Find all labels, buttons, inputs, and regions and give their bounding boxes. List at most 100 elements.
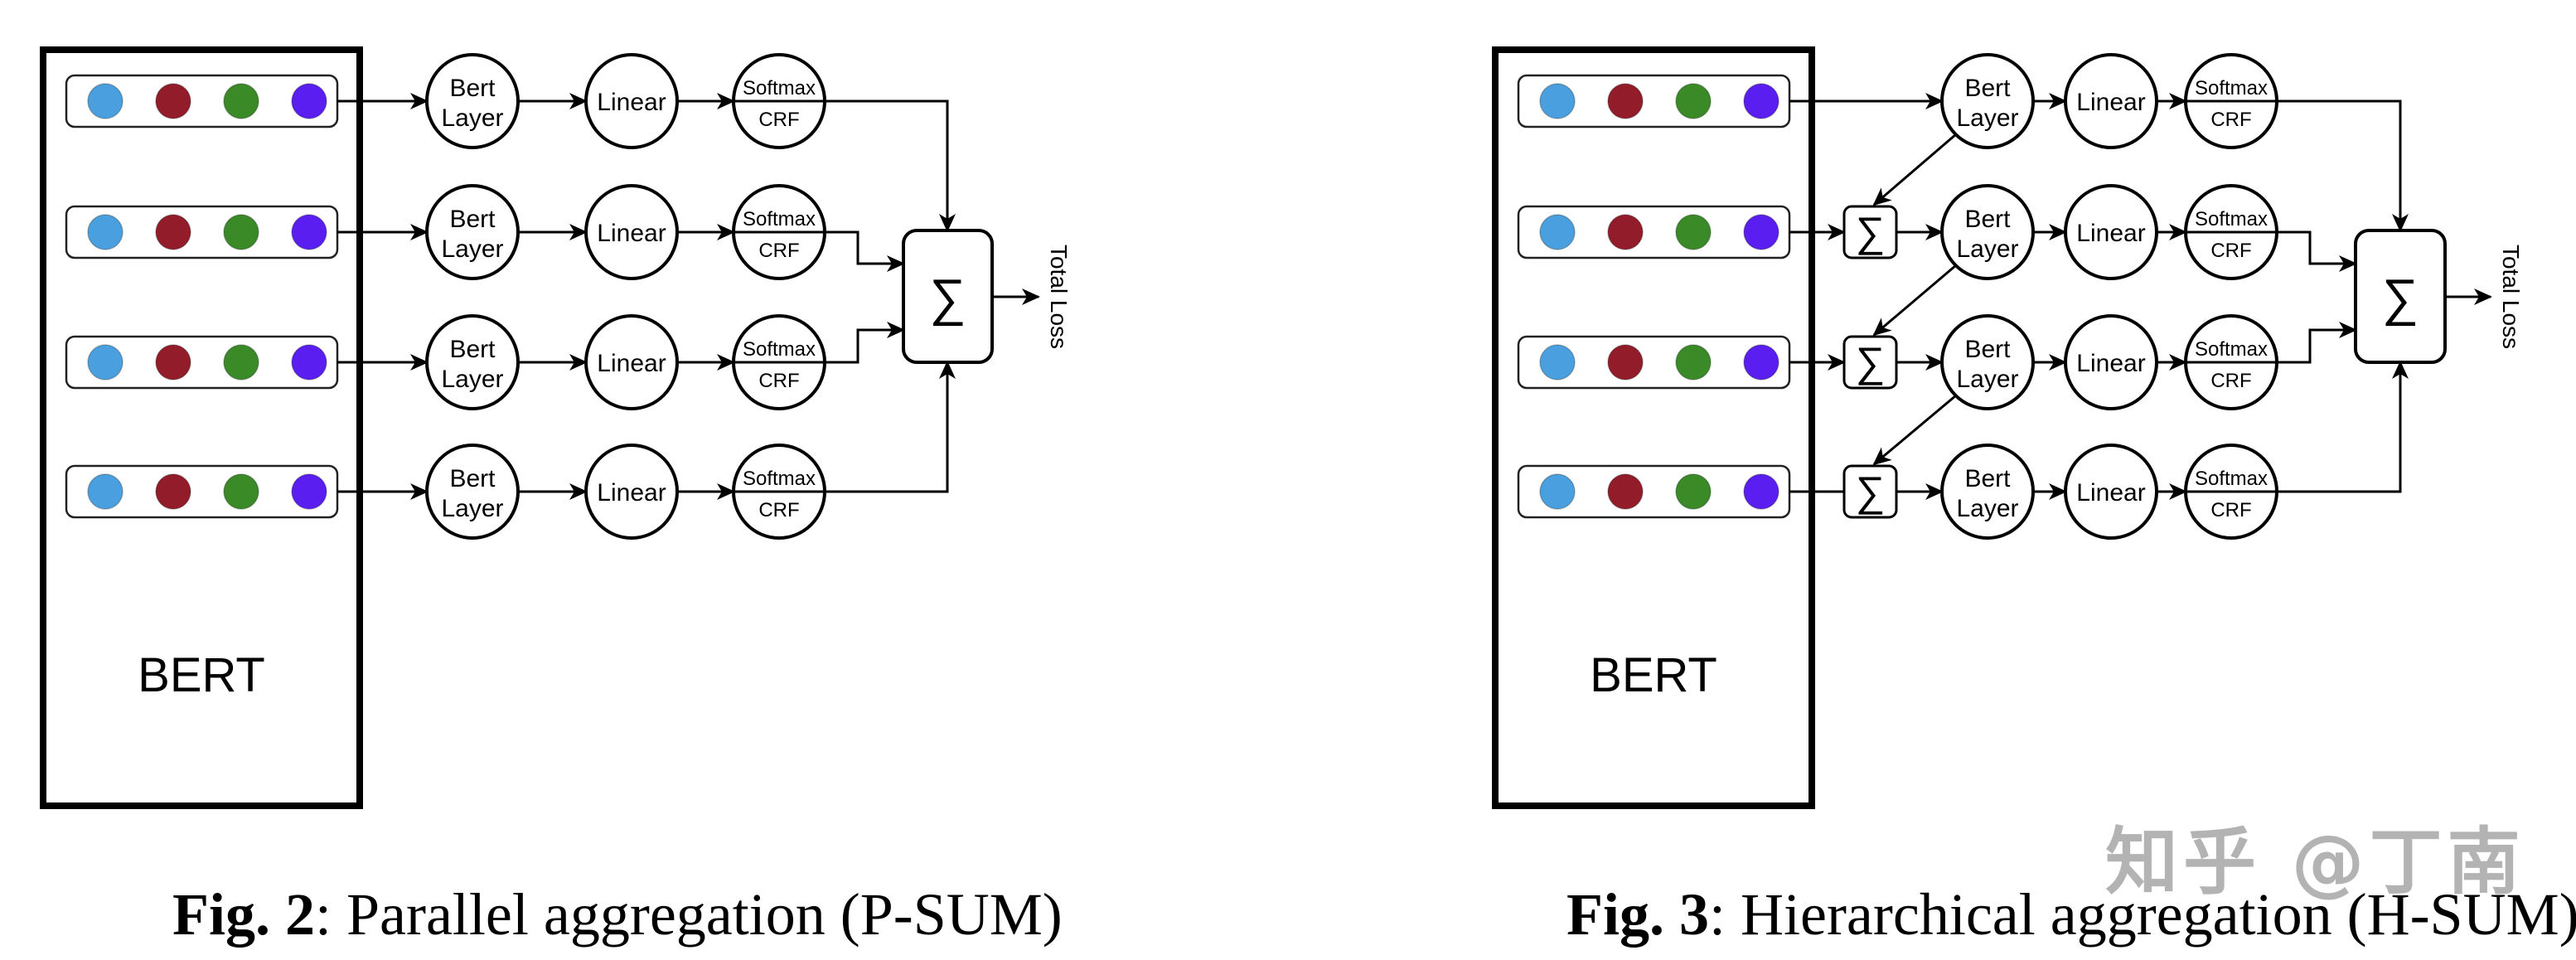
softmax-crf-label-top: Softmax xyxy=(2195,338,2268,361)
softmax-crf-label-top: Softmax xyxy=(2195,208,2268,230)
token-dot xyxy=(155,214,191,250)
caption-fig2-text: : Parallel aggregation (P-SUM) xyxy=(314,881,1063,948)
hierarchical-diagonal-arrow xyxy=(1872,133,1957,206)
token-dot xyxy=(1675,344,1712,381)
caption-fig3: Fig. 3: Hierarchical aggregation (H-SUM) xyxy=(1566,877,2576,952)
loss-connector-arrow xyxy=(825,230,905,272)
loss-connector-arrow xyxy=(825,99,956,232)
bert-layer-label-line2: Layer xyxy=(441,366,503,393)
token-dot xyxy=(155,344,191,381)
token-dot xyxy=(1539,214,1576,250)
token-dot xyxy=(1607,83,1644,119)
softmax-crf-label-bottom: CRF xyxy=(758,240,799,262)
sum-icon: ∑ xyxy=(1856,339,1886,385)
bert-layer-label-line1: Bert xyxy=(449,465,496,492)
token-dot xyxy=(1607,344,1644,381)
bert-layer-label-line1: Bert xyxy=(449,206,496,233)
bert-encoder-label: BERT xyxy=(1590,648,1717,702)
bert-layer-label-line2: Layer xyxy=(1956,366,2018,393)
bert-layer-label-line2: Layer xyxy=(1956,495,2018,522)
softmax-crf-label-bottom: CRF xyxy=(758,370,799,392)
softmax-crf-label-top: Softmax xyxy=(743,77,816,99)
token-dot xyxy=(1539,344,1576,381)
token-dot xyxy=(1743,344,1779,381)
bert-layer-label-line2: Layer xyxy=(1956,235,2018,263)
token-dot xyxy=(87,83,123,119)
hierarchical-diagonal-arrow xyxy=(1872,264,1957,337)
aggregator-sum-icon: ∑ xyxy=(2382,269,2419,327)
total-loss-label: Total Loss xyxy=(1046,245,1072,349)
token-dot xyxy=(1743,473,1779,510)
bert-encoder-box xyxy=(40,46,363,809)
token-dot xyxy=(291,214,327,250)
softmax-crf-label-top: Softmax xyxy=(2195,468,2268,490)
bert-layer-label-line2: Layer xyxy=(441,235,503,263)
token-dot xyxy=(155,83,191,119)
token-dot xyxy=(291,473,327,510)
softmax-crf-label-top: Softmax xyxy=(2195,77,2268,99)
token-dot xyxy=(223,83,259,119)
softmax-crf-label-bottom: CRF xyxy=(758,109,799,131)
token-dot xyxy=(87,473,123,510)
sum-icon: ∑ xyxy=(1856,468,1886,515)
bert-layer-label-line1: Bert xyxy=(1964,75,2011,102)
token-dot xyxy=(1743,83,1779,119)
softmax-crf-label-top: Softmax xyxy=(743,338,816,361)
token-dot xyxy=(223,344,259,381)
sum-icon: ∑ xyxy=(1856,209,1886,255)
softmax-crf-label-bottom: CRF xyxy=(2210,370,2251,392)
bert-layer-label-line1: Bert xyxy=(1964,465,2011,492)
loss-connector-arrow xyxy=(825,361,956,493)
token-dot xyxy=(1607,473,1644,510)
bert-layer-label-line2: Layer xyxy=(441,495,503,522)
token-dot xyxy=(155,473,191,510)
watermark: 知乎 @丁南 xyxy=(2105,819,2525,904)
bert-layer-label-line1: Bert xyxy=(449,336,496,363)
token-dot xyxy=(1743,214,1779,250)
token-dot xyxy=(1539,473,1576,510)
linear-label: Linear xyxy=(2076,220,2145,247)
token-dot xyxy=(1607,214,1644,250)
hierarchical-diagonal-arrow xyxy=(1872,394,1957,466)
linear-label: Linear xyxy=(597,479,666,507)
token-dot xyxy=(223,473,259,510)
softmax-crf-label-bottom: CRF xyxy=(2210,499,2251,521)
bert-layer-label-line1: Bert xyxy=(1964,336,2011,363)
token-dot xyxy=(1675,473,1712,510)
figure-parallel-aggregation: BERTBertLayerLinearSoftmaxCRFBertLayerLi… xyxy=(40,46,1072,809)
softmax-crf-label-bottom: CRF xyxy=(2210,109,2251,131)
token-dot xyxy=(291,83,327,119)
loss-connector-arrow xyxy=(2277,361,2409,493)
token-dot xyxy=(291,344,327,381)
softmax-crf-label-bottom: CRF xyxy=(758,499,799,521)
loss-connector-arrow xyxy=(2277,230,2357,272)
figure-hierarchical-aggregation: BERTBertLayerLinearSoftmaxCRF∑BertLayerL… xyxy=(1492,46,2524,809)
linear-label: Linear xyxy=(2076,350,2145,377)
total-loss-label: Total Loss xyxy=(2498,245,2524,349)
caption-fig2-number: Fig. 2 xyxy=(172,881,315,948)
aggregator-sum-icon: ∑ xyxy=(929,269,966,327)
softmax-crf-label-top: Softmax xyxy=(743,468,816,490)
bert-layer-label-line1: Bert xyxy=(1964,206,2011,233)
loss-connector-arrow xyxy=(825,322,905,364)
linear-label: Linear xyxy=(597,350,666,377)
token-dot xyxy=(1675,214,1712,250)
linear-label: Linear xyxy=(2076,479,2145,507)
loss-connector-arrow xyxy=(2277,322,2357,364)
token-dot xyxy=(87,344,123,381)
softmax-crf-label-bottom: CRF xyxy=(2210,240,2251,262)
token-dot xyxy=(1539,83,1576,119)
token-dot xyxy=(87,214,123,250)
bert-layer-label-line2: Layer xyxy=(441,104,503,132)
linear-label: Linear xyxy=(597,220,666,247)
bert-encoder-box xyxy=(1492,46,1815,809)
